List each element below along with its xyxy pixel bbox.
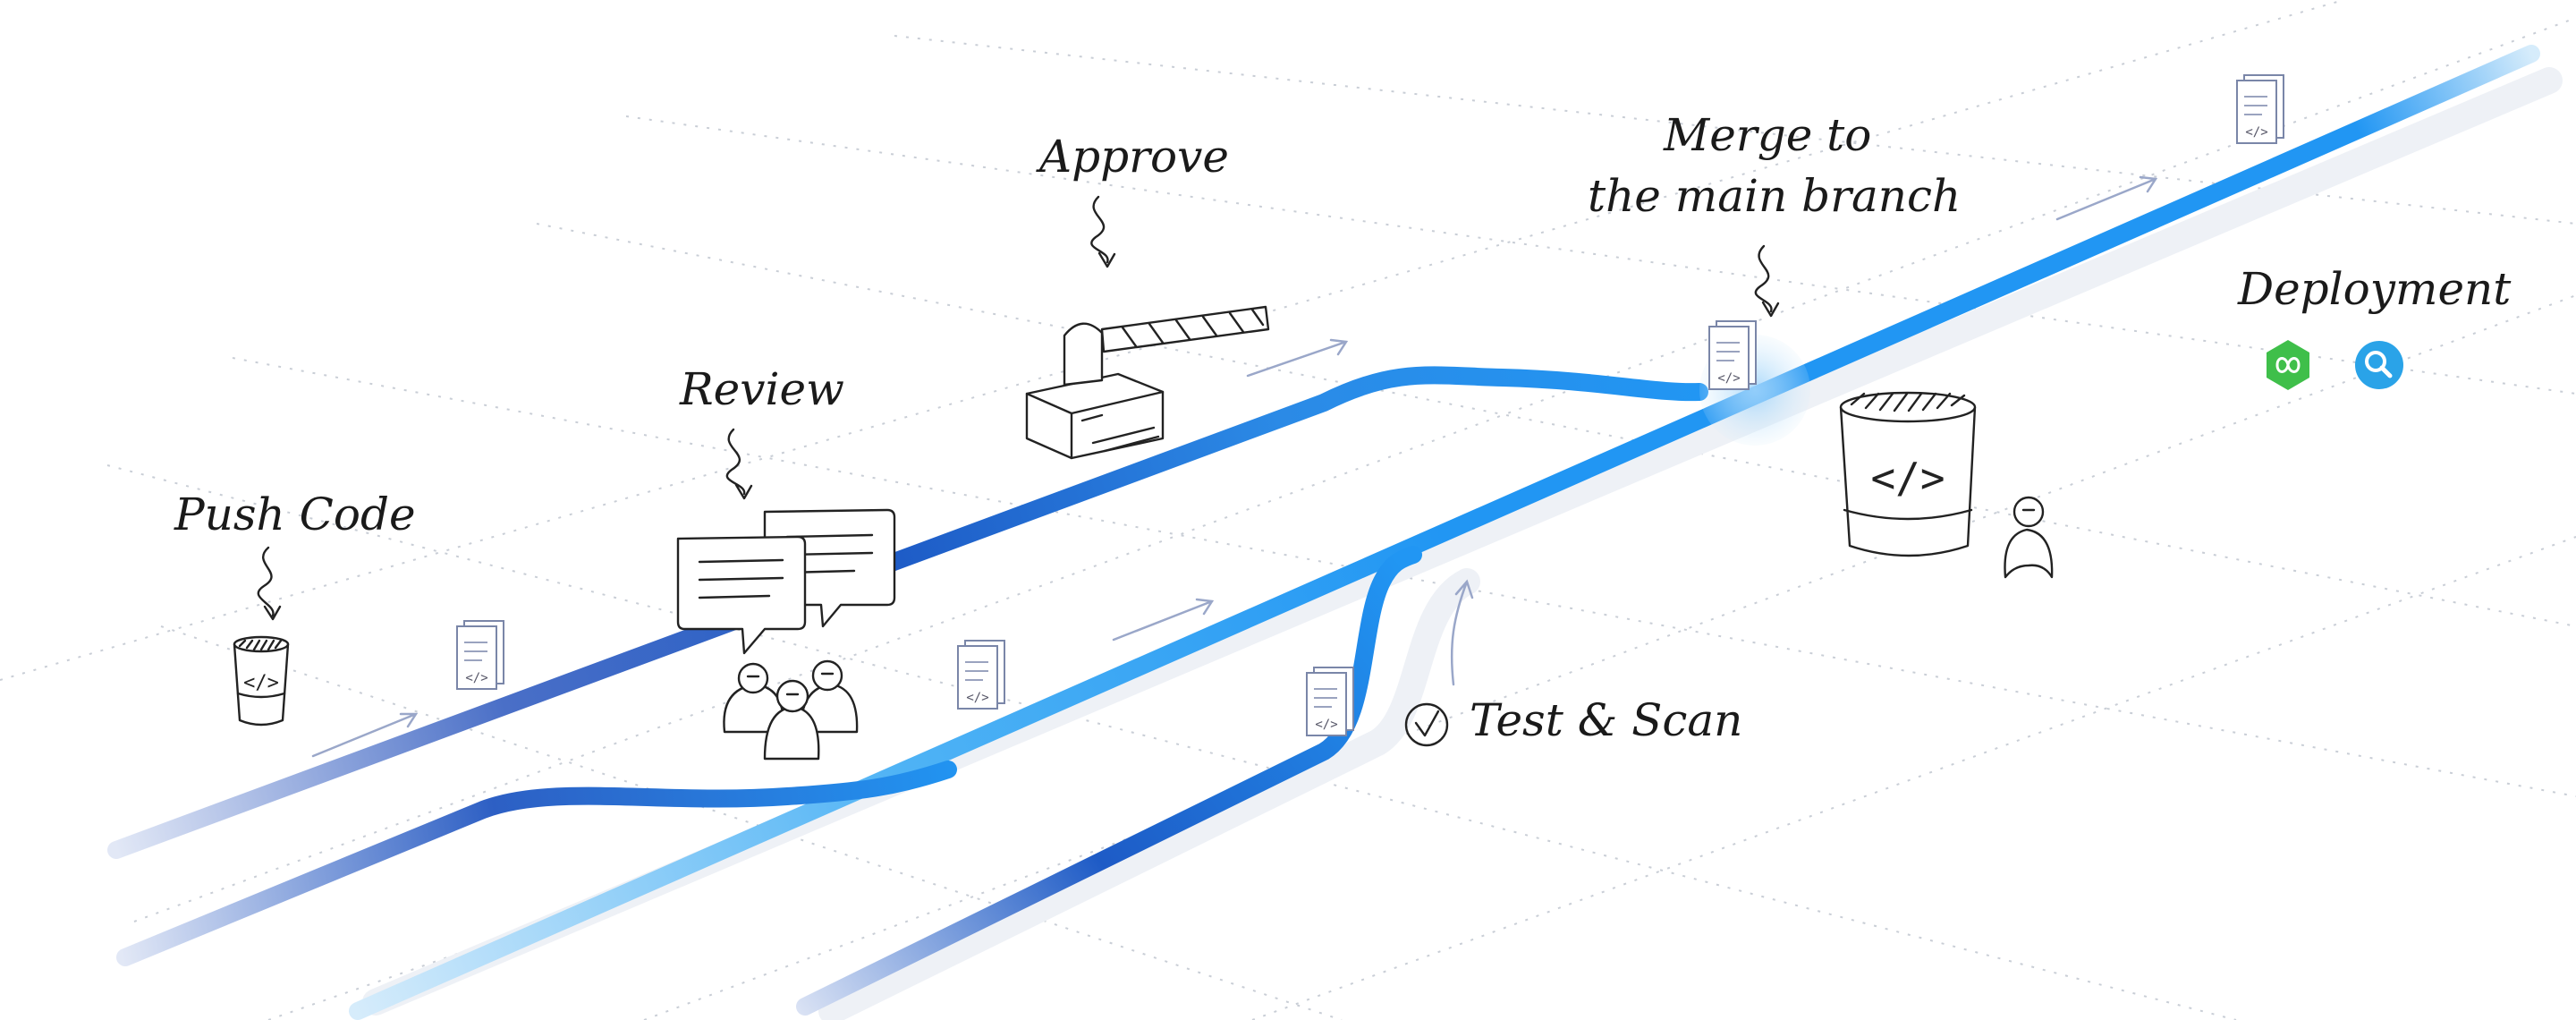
code-file-icon: </> <box>456 620 504 690</box>
feature-branch-track <box>107 366 1708 859</box>
svg-text:</>: </> <box>465 671 487 685</box>
merge-label-line2: the main branch <box>1588 170 1961 222</box>
push-code-label: Push Code <box>174 489 416 540</box>
test-file-icon: </> <box>1306 667 1354 736</box>
check-circle-icon <box>1404 702 1449 747</box>
svg-text:</>: </> <box>243 672 279 694</box>
review-label: Review <box>679 363 844 415</box>
approve-squiggle-arrow <box>1090 195 1116 268</box>
push-code-group: Push Code </> </> <box>174 489 504 727</box>
review-group: Review <box>676 363 896 761</box>
developer-person-icon <box>2004 496 2054 579</box>
deployed-file-icon: </> <box>2236 74 2284 144</box>
merge-file-icon: </> <box>1708 320 1757 390</box>
svg-text:</>: </> <box>1315 718 1337 732</box>
second-branch-track <box>116 761 957 966</box>
test-scan-group: </> </> Test & Scan <box>957 640 1742 747</box>
review-squiggle-arrow <box>725 428 753 500</box>
search-scan-icon <box>2355 341 2403 389</box>
deployment-label: Deployment <box>2237 263 2512 315</box>
merge-label-line1: Merge to <box>1663 109 1871 161</box>
svg-text:</>: </> <box>1717 371 1740 386</box>
code-bucket-icon: </> <box>233 635 290 727</box>
push-code-squiggle-arrow <box>257 546 282 621</box>
direction-arrows <box>311 175 2158 758</box>
deployment-group: </> Deployment <box>2236 74 2512 390</box>
test-scan-label: Test & Scan <box>1470 694 1742 746</box>
merge-squiggle-arrow <box>1754 244 1780 318</box>
chat-bubbles-icon <box>676 508 896 655</box>
second-branch-file-icon: </> <box>957 640 1005 710</box>
repository-bucket-icon: </> <box>1839 391 1977 557</box>
merge-group: Merge to the main branch </> <box>1588 109 1961 390</box>
approve-label: Approve <box>1036 131 1229 183</box>
svg-text:</>: </> <box>966 691 988 705</box>
infinity-hexagon-icon <box>2267 340 2309 390</box>
svg-text:</>: </> <box>1870 454 1945 502</box>
svg-text:</>: </> <box>2245 125 2267 140</box>
main-branch-track <box>349 45 2540 1020</box>
barrier-gate-icon <box>1025 305 1270 460</box>
approve-group: Approve <box>1025 131 1270 460</box>
people-group-icon <box>723 659 859 761</box>
